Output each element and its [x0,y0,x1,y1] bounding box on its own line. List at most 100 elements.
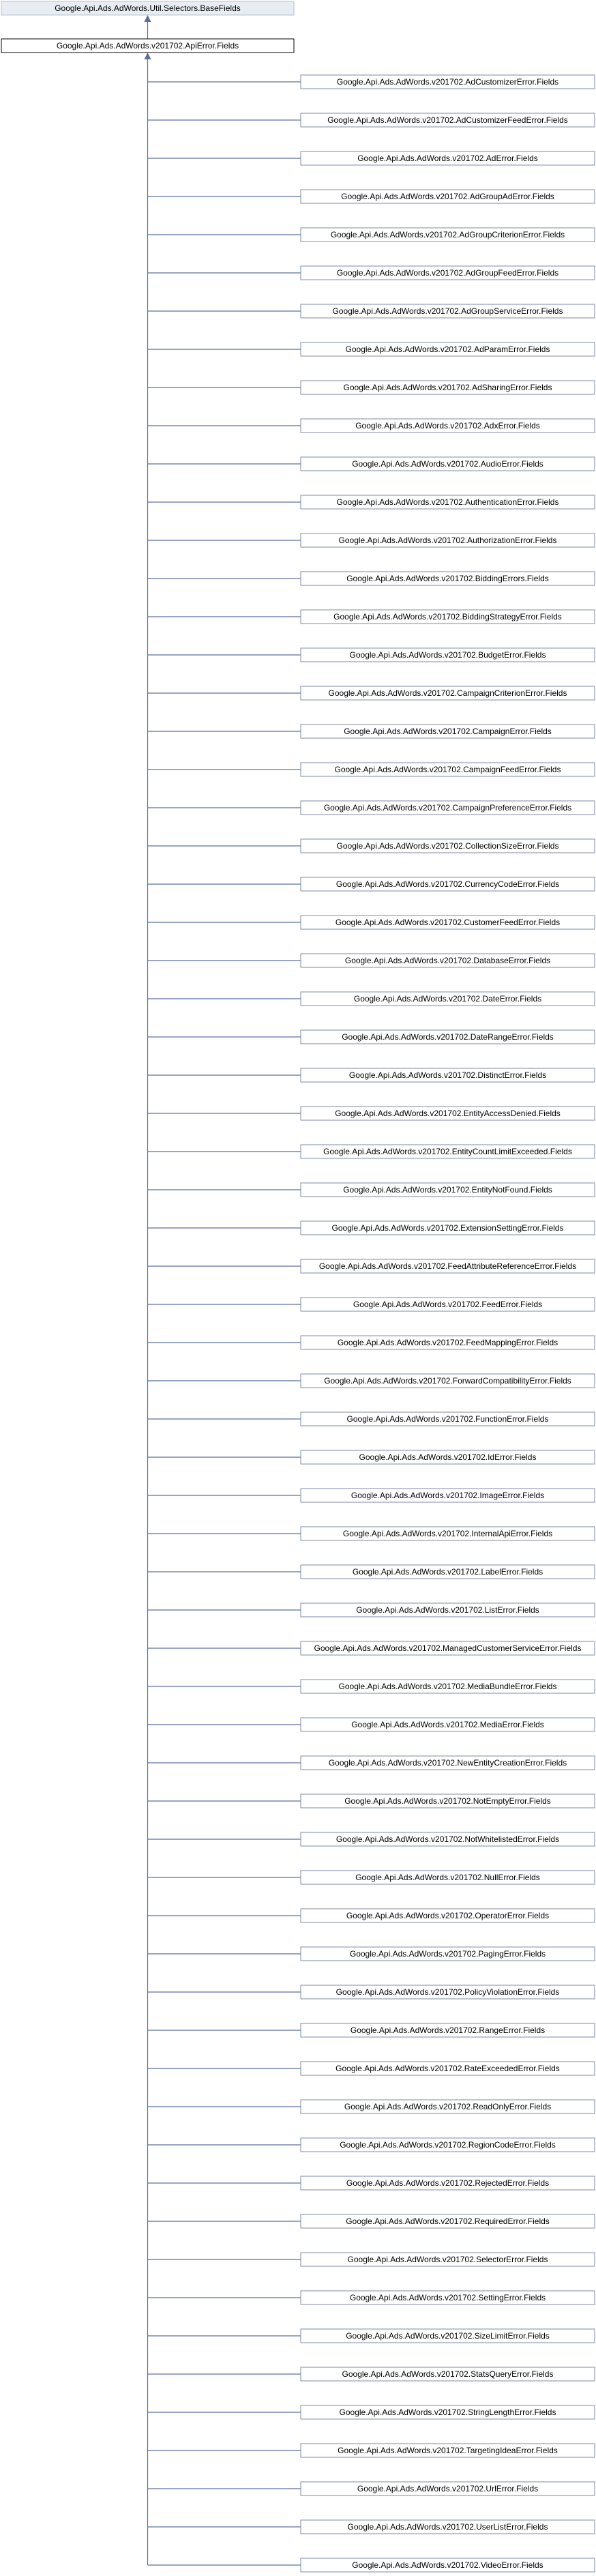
derived-class-label: Google.Api.Ads.AdWords.v201702.Authentic… [337,497,559,507]
derived-class-node[interactable]: Google.Api.Ads.AdWords.v201702.AdGroupFe… [300,265,595,280]
derived-class-node[interactable]: Google.Api.Ads.AdWords.v201702.UrlError.… [300,2481,595,2496]
derived-class-node[interactable]: Google.Api.Ads.AdWords.v201702.FeedError… [300,1297,595,1312]
derived-class-node[interactable]: Google.Api.Ads.AdWords.v201702.AdCustomi… [300,74,595,89]
derived-class-node[interactable]: Google.Api.Ads.AdWords.v201702.NotWhitel… [300,1832,595,1847]
derived-class-node[interactable]: Google.Api.Ads.AdWords.v201702.CampaignF… [300,762,595,777]
derived-class-label: Google.Api.Ads.AdWords.v201702.InternalA… [343,1529,552,1538]
derived-class-node[interactable]: Google.Api.Ads.AdWords.v201702.PagingErr… [300,1946,595,1961]
derived-class-label: Google.Api.Ads.AdWords.v201702.AdCustomi… [337,77,558,87]
derived-class-box [300,2558,595,2573]
derived-class-node[interactable]: Google.Api.Ads.AdWords.v201702.FeedMappi… [300,1335,595,1350]
derived-class-box [300,2290,595,2305]
derived-class-label: Google.Api.Ads.AdWords.v201702.SelectorE… [348,2255,548,2264]
derived-class-label: Google.Api.Ads.AdWords.v201702.LabelErro… [353,1567,543,1577]
derived-class-node[interactable]: Google.Api.Ads.AdWords.v201702.LabelErro… [300,1564,595,1579]
derived-class-node[interactable]: Google.Api.Ads.AdWords.v201702.EntityNot… [300,1182,595,1197]
derived-class-node[interactable]: Google.Api.Ads.AdWords.v201702.DistinctE… [300,1068,595,1083]
derived-class-node[interactable]: Google.Api.Ads.AdWords.v201702.MediaBund… [300,1679,595,1694]
derived-class-node[interactable]: Google.Api.Ads.AdWords.v201702.StringLen… [300,2405,595,2420]
derived-class-node[interactable]: Google.Api.Ads.AdWords.v201702.AdCustomi… [300,113,595,128]
derived-class-node[interactable]: Google.Api.Ads.AdWords.v201702.Extension… [300,1220,595,1235]
derived-class-label: Google.Api.Ads.AdWords.v201702.BiddingEr… [346,574,549,583]
derived-class-node[interactable]: Google.Api.Ads.AdWords.v201702.RateExcee… [300,2061,595,2076]
derived-class-node[interactable]: Google.Api.Ads.AdWords.v201702.NotEmptyE… [300,1794,595,1809]
derived-class-node[interactable]: Google.Api.Ads.AdWords.v201702.PolicyVio… [300,1985,595,2000]
derived-class-node[interactable]: Google.Api.Ads.AdWords.v201702.AdxError.… [300,418,595,433]
derived-class-node[interactable]: Google.Api.Ads.AdWords.v201702.AdGroupCr… [300,227,595,242]
derived-class-node[interactable]: Google.Api.Ads.AdWords.v201702.SelectorE… [300,2252,595,2267]
derived-class-node[interactable]: Google.Api.Ads.AdWords.v201702.CampaignC… [300,686,595,701]
derived-class-node[interactable]: Google.Api.Ads.AdWords.v201702.FeedAttri… [300,1259,595,1274]
derived-class-node[interactable]: Google.Api.Ads.AdWords.v201702.CampaignE… [300,724,595,739]
derived-class-box [300,877,595,892]
derived-class-node[interactable]: Google.Api.Ads.AdWords.v201702.Authentic… [300,495,595,510]
derived-class-box [300,647,595,662]
derived-class-box [300,609,595,624]
derived-class-node[interactable]: Google.Api.Ads.AdWords.v201702.DateRange… [300,1029,595,1044]
derived-class-label: Google.Api.Ads.AdWords.v201702.StringLen… [340,2407,556,2417]
derived-class-node[interactable]: Google.Api.Ads.AdWords.v201702.EntityAcc… [300,1106,595,1121]
derived-class-label: Google.Api.Ads.AdWords.v201702.PolicyVio… [336,1987,560,1997]
derived-class-box [300,2443,595,2458]
derived-class-node[interactable]: Google.Api.Ads.AdWords.v201702.EntityCou… [300,1144,595,1159]
derived-class-node[interactable]: Google.Api.Ads.AdWords.v201702.BiddingEr… [300,571,595,586]
derived-class-label: Google.Api.Ads.AdWords.v201702.Targeting… [338,2446,558,2455]
derived-class-label: Google.Api.Ads.AdWords.v201702.DatabaseE… [345,956,550,965]
derived-class-node[interactable]: Google.Api.Ads.AdWords.v201702.Targeting… [300,2443,595,2458]
derived-class-node[interactable]: Google.Api.Ads.AdWords.v201702.StatsQuer… [300,2367,595,2382]
derived-class-node[interactable]: Google.Api.Ads.AdWords.v201702.UserListE… [300,2519,595,2534]
derived-class-node[interactable]: Google.Api.Ads.AdWords.v201702.CurrencyC… [300,877,595,892]
derived-class-node[interactable]: Google.Api.Ads.AdWords.v201702.DatabaseE… [300,953,595,968]
derived-class-label: Google.Api.Ads.AdWords.v201702.RateExcee… [336,2064,560,2073]
derived-class-node[interactable]: Google.Api.Ads.AdWords.v201702.SettingEr… [300,2290,595,2305]
derived-class-node[interactable]: Google.Api.Ads.AdWords.v201702.SizeLimit… [300,2328,595,2343]
derived-class-node[interactable]: Google.Api.Ads.AdWords.v201702.OperatorE… [300,1908,595,1923]
derived-class-node[interactable]: Google.Api.Ads.AdWords.v201702.IdError.F… [300,1450,595,1465]
derived-class-node[interactable]: Google.Api.Ads.AdWords.v201702.BiddingSt… [300,609,595,624]
derived-class-box [300,2252,595,2267]
derived-class-box [300,418,595,433]
derived-class-node[interactable]: Google.Api.Ads.AdWords.v201702.VideoErro… [300,2558,595,2573]
derived-class-label: Google.Api.Ads.AdWords.v201702.CampaignF… [335,765,561,774]
derived-class-node[interactable]: Google.Api.Ads.AdWords.v201702.CustomerF… [300,915,595,930]
derived-class-node[interactable]: Google.Api.Ads.AdWords.v201702.RejectedE… [300,2176,595,2191]
derived-class-node[interactable]: Google.Api.Ads.AdWords.v201702.NewEntity… [300,1755,595,1770]
derived-class-box [300,1641,595,1656]
derived-class-node[interactable]: Google.Api.Ads.AdWords.v201702.CampaignP… [300,800,595,815]
derived-class-node[interactable]: Google.Api.Ads.AdWords.v201702.InternalA… [300,1526,595,1541]
derived-class-node[interactable]: Google.Api.Ads.AdWords.v201702.ListError… [300,1602,595,1618]
derived-class-node[interactable]: Google.Api.Ads.AdWords.v201702.MediaErro… [300,1717,595,1732]
derived-class-node[interactable]: Google.Api.Ads.AdWords.v201702.DateError… [300,991,595,1006]
derived-class-node[interactable]: Google.Api.Ads.AdWords.v201702.ReadOnlyE… [300,2099,595,2114]
derived-class-node[interactable]: Google.Api.Ads.AdWords.v201702.ForwardCo… [300,1373,595,1388]
base-class-node[interactable]: Google.Api.Ads.AdWords.Util.Selectors.Ba… [1,1,295,16]
derived-class-box [300,2481,595,2496]
derived-class-node[interactable]: Google.Api.Ads.AdWords.v201702.AdGroupAd… [300,189,595,204]
derived-class-node[interactable]: Google.Api.Ads.AdWords.v201702.NullError… [300,1870,595,1885]
derived-class-node[interactable]: Google.Api.Ads.AdWords.v201702.ImageErro… [300,1488,595,1503]
derived-class-node[interactable]: Google.Api.Ads.AdWords.v201702.Authoriza… [300,533,595,548]
derived-class-label: Google.Api.Ads.AdWords.v201702.AdGroupAd… [341,192,554,201]
derived-class-box [300,1297,595,1312]
derived-class-box [300,1106,595,1121]
derived-class-box [300,2405,595,2420]
derived-class-node[interactable]: Google.Api.Ads.AdWords.v201702.RegionCod… [300,2137,595,2152]
derived-class-box [300,113,595,128]
derived-class-node[interactable]: Google.Api.Ads.AdWords.v201702.AdParamEr… [300,342,595,357]
derived-class-node[interactable]: Google.Api.Ads.AdWords.v201702.AdError.F… [300,151,595,166]
arrow-head-base [144,15,151,22]
derived-class-box [300,1832,595,1847]
derived-class-node[interactable]: Google.Api.Ads.AdWords.v201702.RequiredE… [300,2214,595,2229]
derived-class-box [300,1220,595,1235]
derived-class-node[interactable]: Google.Api.Ads.AdWords.v201702.Collectio… [300,838,595,853]
derived-class-node[interactable]: Google.Api.Ads.AdWords.v201702.AdGroupSe… [300,304,595,319]
self-class-node[interactable]: Google.Api.Ads.AdWords.v201702.ApiError.… [1,38,295,53]
derived-class-node[interactable]: Google.Api.Ads.AdWords.v201702.ManagedCu… [300,1641,595,1656]
derived-class-node[interactable]: Google.Api.Ads.AdWords.v201702.FunctionE… [300,1411,595,1426]
derived-class-node[interactable]: Google.Api.Ads.AdWords.v201702.RangeErro… [300,2023,595,2038]
derived-class-box [300,227,595,242]
derived-class-node[interactable]: Google.Api.Ads.AdWords.v201702.BudgetErr… [300,647,595,662]
derived-class-box [300,1717,595,1732]
derived-class-node[interactable]: Google.Api.Ads.AdWords.v201702.AudioErro… [300,456,595,471]
derived-class-node[interactable]: Google.Api.Ads.AdWords.v201702.AdSharing… [300,380,595,395]
